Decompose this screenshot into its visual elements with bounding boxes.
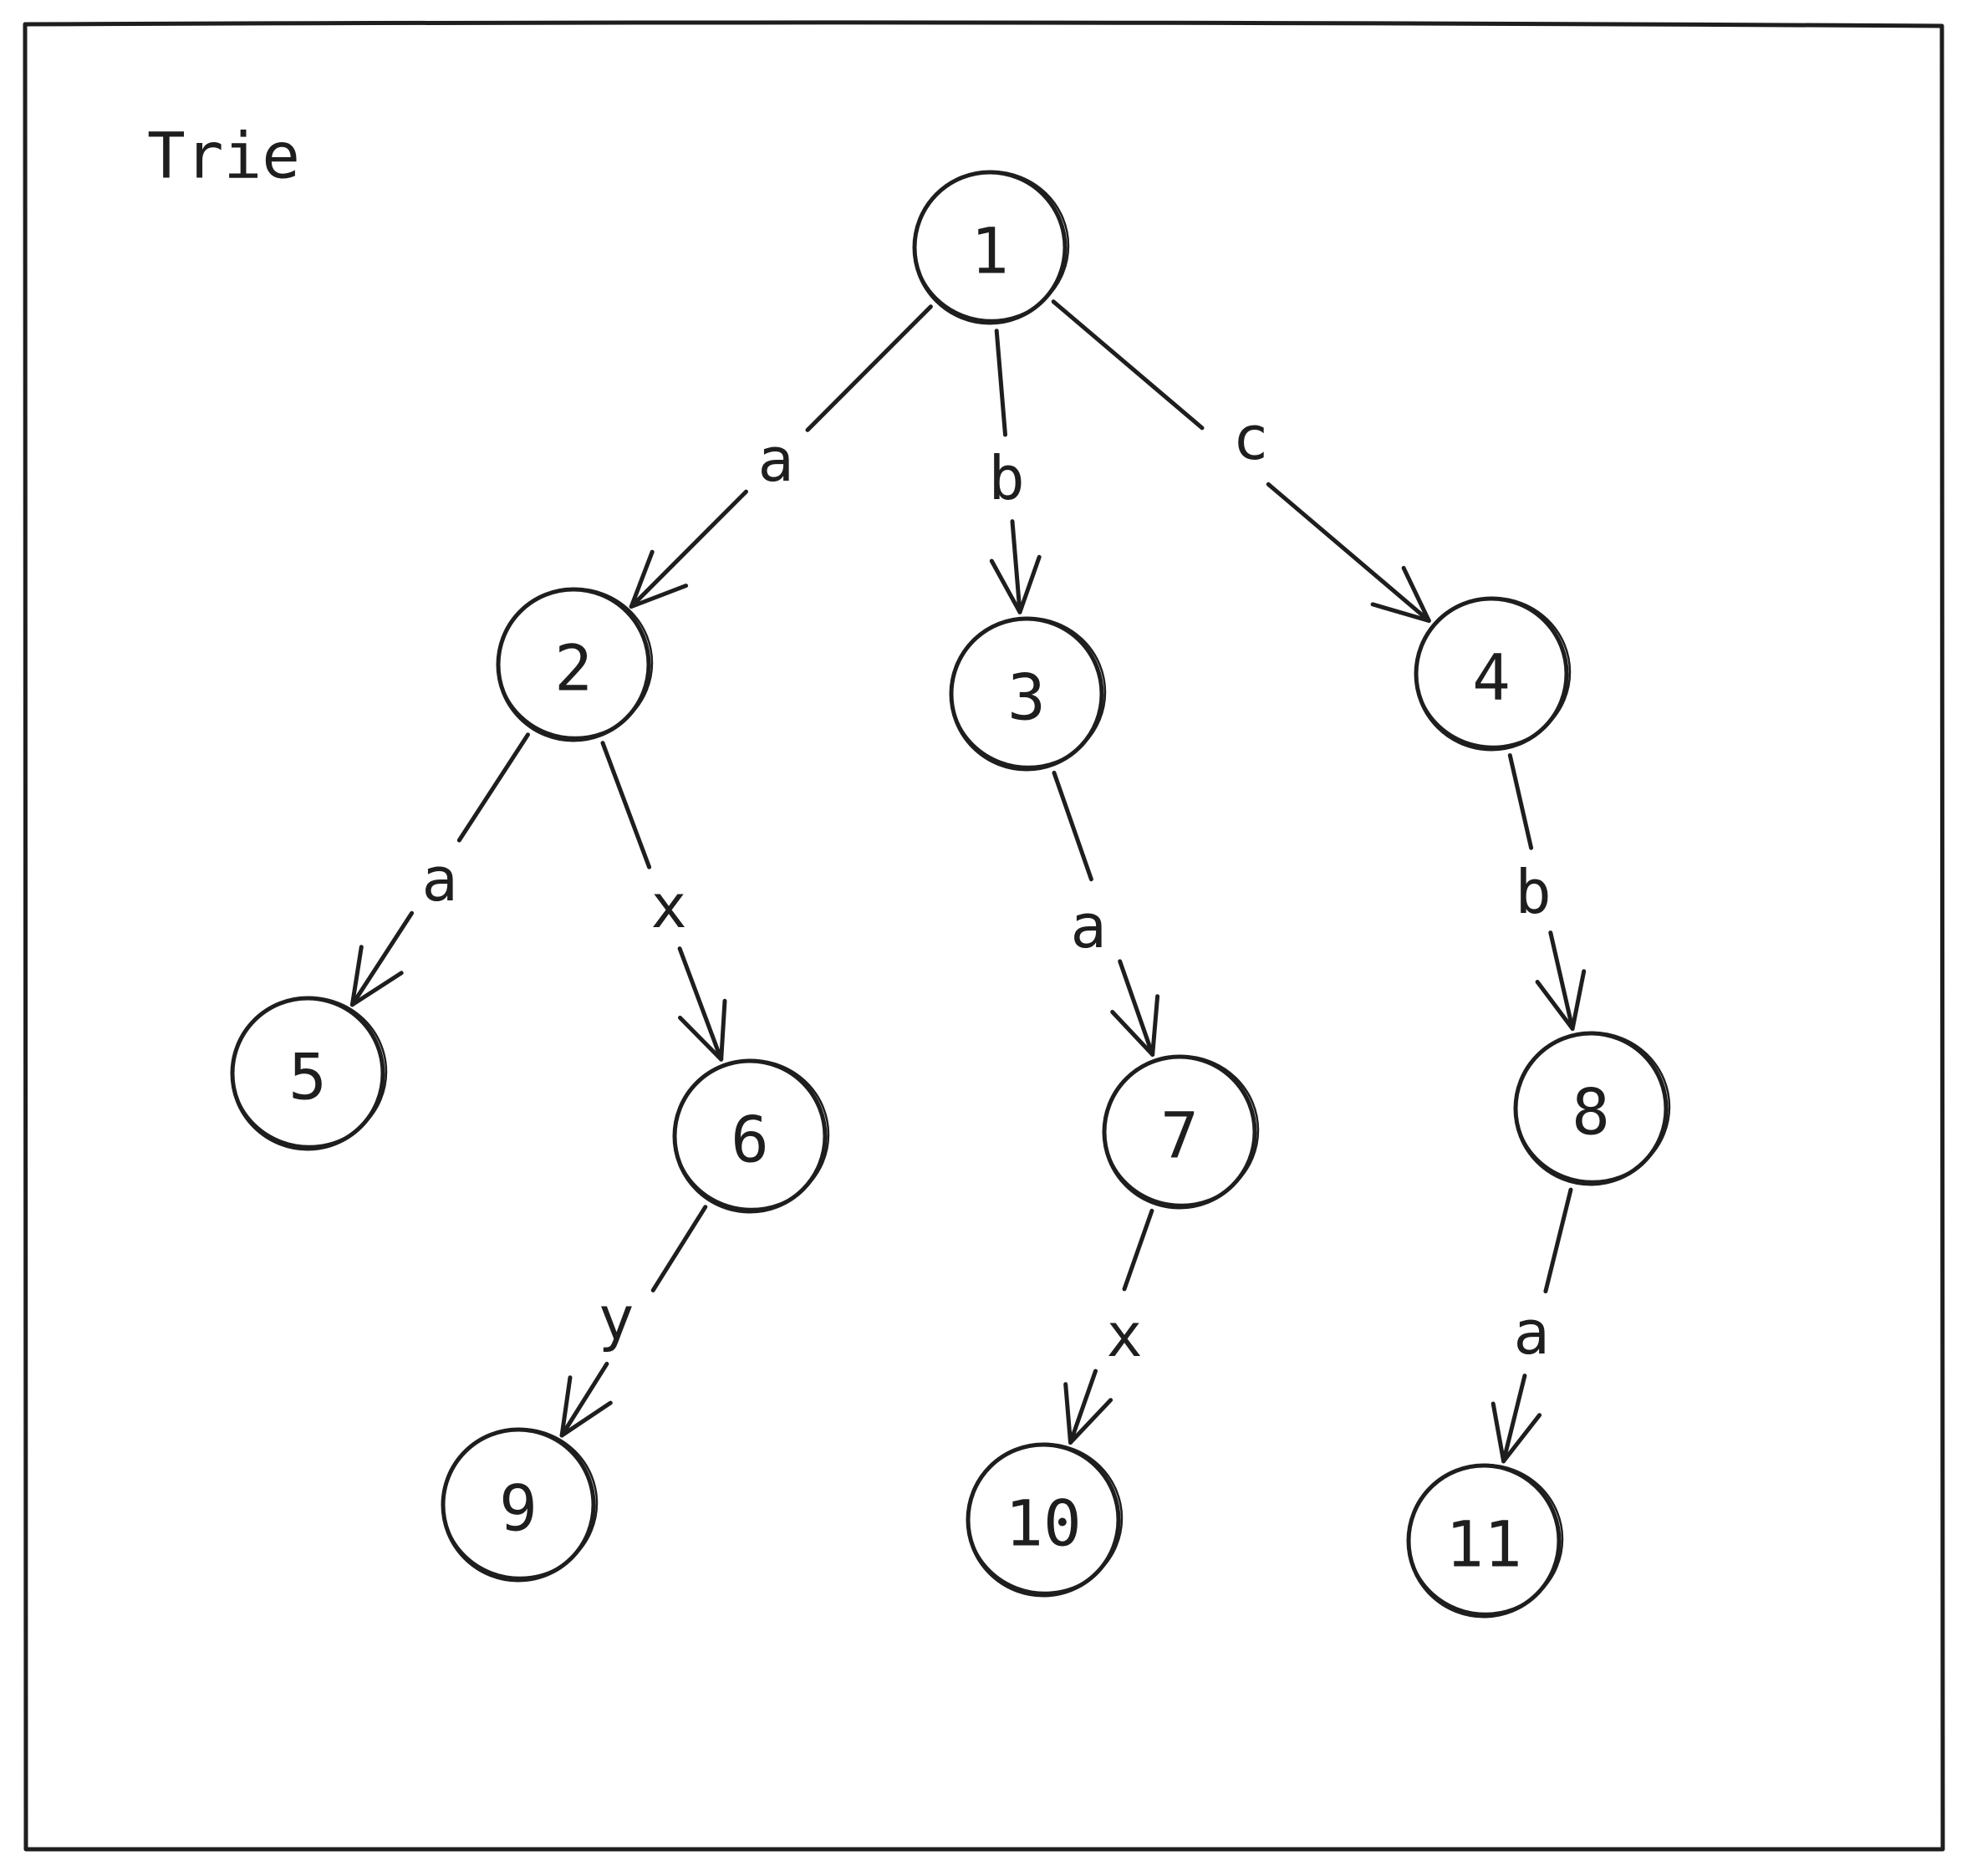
arrowhead-icon xyxy=(559,1375,613,1438)
arrowhead-icon xyxy=(1535,969,1587,1031)
edge-label-6-9: y xyxy=(598,1283,634,1353)
node-circle-sketch xyxy=(1407,1463,1564,1615)
trie-node-8: 8 xyxy=(1513,1031,1671,1186)
trie-node-5: 5 xyxy=(230,996,388,1151)
node-label: 3 xyxy=(1007,660,1046,735)
edge-label-4-8: b xyxy=(1515,857,1551,927)
node-circle-sketch xyxy=(441,1427,599,1579)
trie-node-3: 3 xyxy=(949,616,1107,772)
trie-node-10: 10 xyxy=(966,1442,1124,1598)
edge-line-1-3-end xyxy=(1010,519,1022,614)
node-circle-sketch xyxy=(231,996,388,1148)
diagram-frame xyxy=(22,20,1946,1853)
edge-1-3: b xyxy=(988,329,1042,614)
edge-line-1-2-start xyxy=(805,304,933,432)
diagram-title: Trie xyxy=(147,119,300,193)
edge-line-7-10-end xyxy=(1068,1369,1098,1445)
arrowhead-icon xyxy=(349,945,404,1007)
edge-line-7-10-start xyxy=(1122,1208,1154,1292)
edge-label-2-5: a xyxy=(421,844,457,915)
node-label: 4 xyxy=(1472,640,1511,715)
trie-node-9: 9 xyxy=(441,1427,599,1583)
edge-label-2-6: x xyxy=(650,871,686,941)
edge-line-3-7-start xyxy=(1052,770,1093,882)
edge-label-1-3: b xyxy=(988,443,1024,513)
trie-node-11: 11 xyxy=(1406,1463,1564,1619)
node-label: 2 xyxy=(554,631,593,706)
edge-3-7: a xyxy=(1052,770,1160,1057)
node-label: 6 xyxy=(731,1103,769,1177)
node-label: 9 xyxy=(499,1471,538,1546)
edge-label-1-4: c xyxy=(1232,403,1268,473)
edge-2-6: x xyxy=(600,741,727,1062)
edge-line-2-6-start xyxy=(600,741,652,869)
node-circle-sketch xyxy=(497,587,654,739)
node-label: 11 xyxy=(1445,1507,1522,1582)
edge-line-3-7-end xyxy=(1118,959,1155,1057)
trie-node-1: 1 xyxy=(912,170,1070,325)
node-label: 1 xyxy=(971,214,1009,288)
edge-label-3-7: a xyxy=(1070,891,1106,961)
node-circle-sketch xyxy=(1414,596,1572,748)
node-circle-sketch xyxy=(913,170,1070,322)
edge-1-4: c xyxy=(1051,299,1431,623)
edge-line-2-6-end xyxy=(677,946,724,1062)
edges-layer: a b c a x a b y x a xyxy=(349,299,1587,1464)
arrowhead-icon xyxy=(989,554,1042,614)
edge-line-2-5-end xyxy=(349,910,415,1007)
trie-node-4: 4 xyxy=(1414,596,1572,752)
node-label: 8 xyxy=(1572,1075,1610,1150)
edge-line-8-11-start xyxy=(1543,1187,1573,1294)
edge-7-10: x xyxy=(1063,1208,1154,1445)
node-label: 5 xyxy=(288,1040,327,1114)
edge-line-1-4-end xyxy=(1266,482,1431,623)
edge-1-2: a xyxy=(629,304,933,609)
node-circle-sketch xyxy=(950,616,1107,768)
edge-line-4-8-start xyxy=(1507,753,1534,850)
edge-line-4-8-end xyxy=(1548,930,1575,1031)
edge-line-6-9-start xyxy=(650,1205,708,1292)
arrowhead-icon xyxy=(1491,1401,1542,1464)
edge-8-11: a xyxy=(1491,1187,1573,1464)
node-circle-sketch xyxy=(1103,1054,1260,1206)
node-circle-sketch xyxy=(1514,1031,1671,1183)
nodes-layer: 1 2 3 4 5 6 7 8 9 10 11 xyxy=(230,170,1671,1619)
arrowhead-icon xyxy=(1110,994,1160,1057)
edge-label-1-2: a xyxy=(757,425,793,495)
edge-line-2-5-start xyxy=(456,732,530,843)
edge-line-8-11-end xyxy=(1501,1374,1527,1464)
edge-line-1-3-start xyxy=(994,329,1007,437)
arrowhead-icon xyxy=(629,549,689,609)
arrowhead-icon xyxy=(678,998,727,1062)
node-label: 10 xyxy=(1005,1486,1082,1561)
edge-line-1-4-start xyxy=(1051,299,1205,431)
trie-node-7: 7 xyxy=(1102,1054,1260,1210)
node-label: 7 xyxy=(1160,1099,1199,1173)
trie-node-2: 2 xyxy=(496,587,654,742)
node-circle-sketch xyxy=(673,1058,830,1211)
edge-label-7-10: x xyxy=(1106,1300,1142,1370)
trie-node-6: 6 xyxy=(672,1058,830,1214)
edge-4-8: b xyxy=(1507,753,1587,1031)
edge-label-8-11: a xyxy=(1513,1297,1549,1368)
edge-2-5: a xyxy=(349,732,530,1007)
edge-line-1-2-end xyxy=(629,489,748,609)
arrowhead-icon xyxy=(1063,1382,1113,1445)
edge-6-9: y xyxy=(559,1205,708,1438)
node-circle-sketch xyxy=(966,1442,1124,1594)
arrowhead-icon xyxy=(1370,565,1431,623)
edge-line-6-9-end xyxy=(559,1361,609,1438)
